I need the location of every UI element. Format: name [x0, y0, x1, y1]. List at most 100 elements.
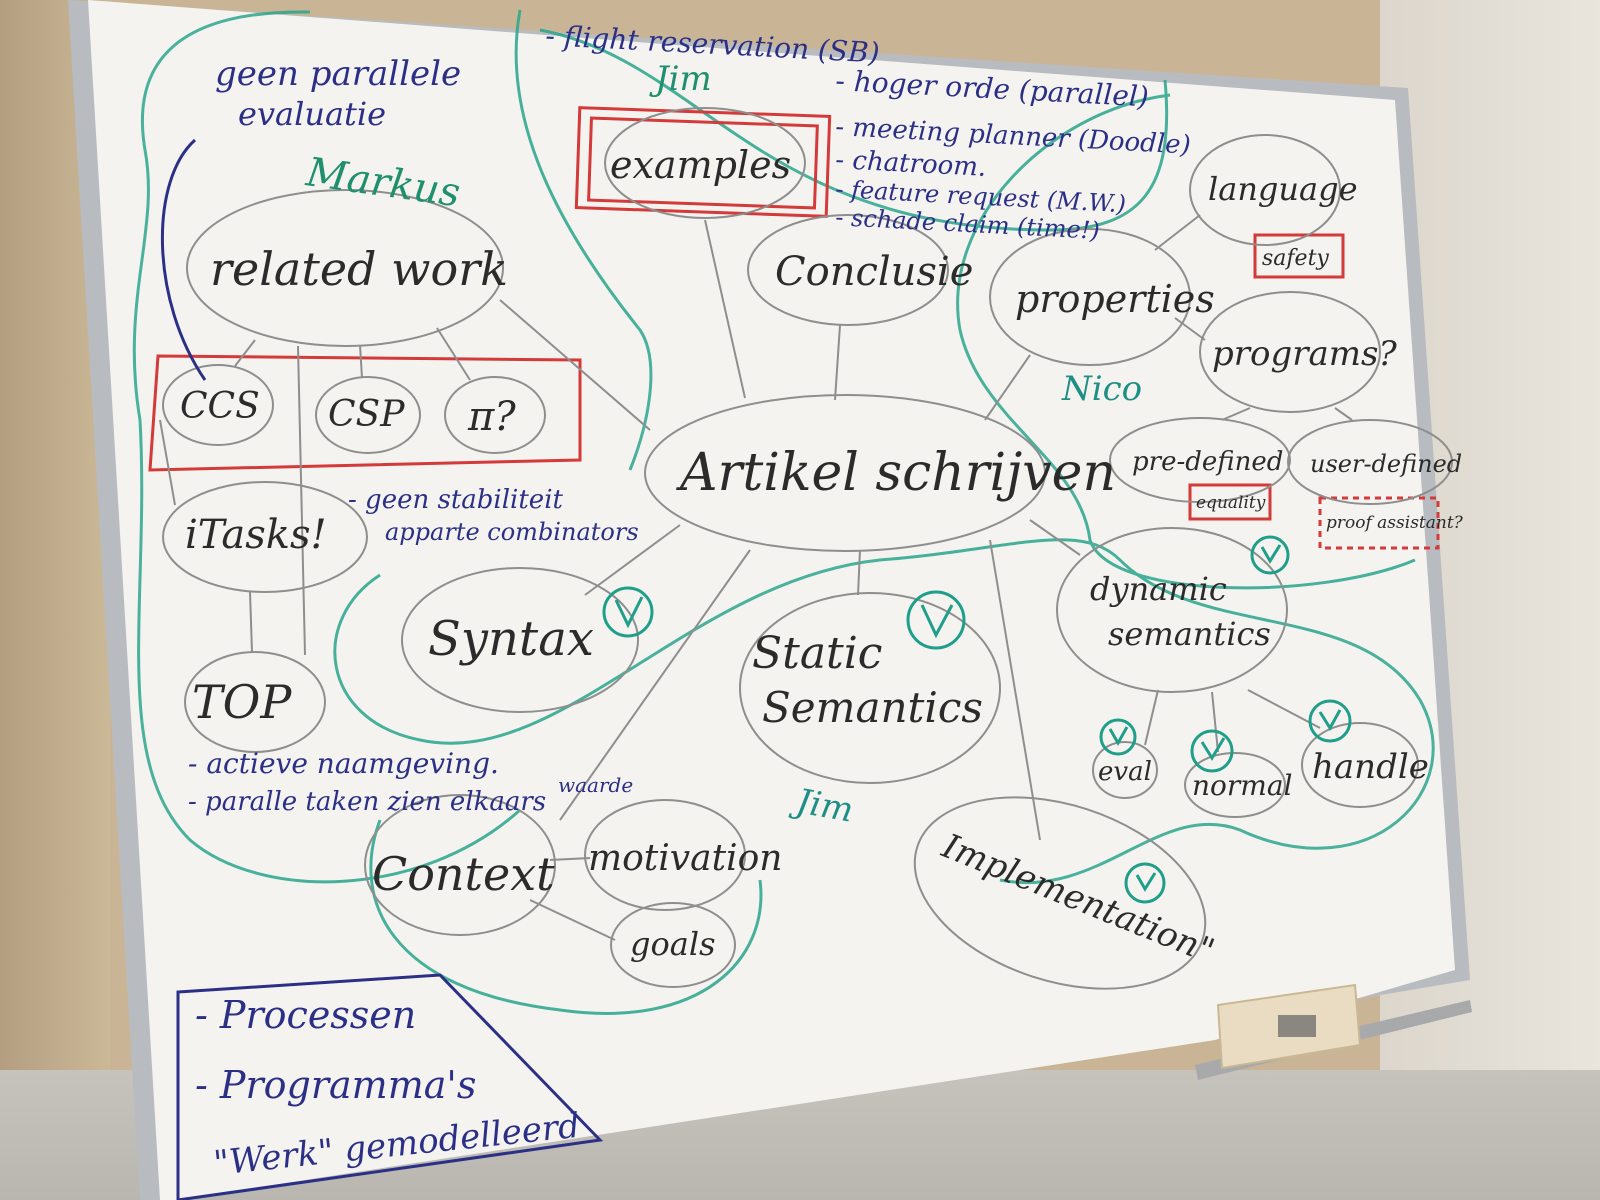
- node-top: TOP: [192, 675, 292, 729]
- bottom-box-outline: [176, 973, 604, 1200]
- userdefined-bubble: [1287, 419, 1453, 505]
- node-syntax: Syntax: [428, 611, 594, 667]
- name-jim-top: Jim: [649, 59, 712, 99]
- context-bubble: [364, 794, 556, 936]
- related-work-bubble: [186, 189, 504, 347]
- check-normal: [1190, 729, 1234, 773]
- box-programmas: - Programma's: [195, 1063, 476, 1107]
- node-static-line2: Semantics: [762, 683, 983, 732]
- edge-programs-userdefined: [1334, 407, 1353, 421]
- check-syntax: [602, 586, 654, 638]
- node-static-line1: Static: [752, 628, 882, 679]
- itasks-bubble: [162, 481, 368, 593]
- examples-bubble: [604, 107, 806, 219]
- note-paralle-taken: - paralle taken zien elkaars: [188, 787, 546, 817]
- node-artikel-schrijven: Artikel schrijven: [676, 443, 1116, 503]
- node-properties: properties: [1015, 277, 1215, 321]
- edge-relwork-ccs: [234, 339, 256, 367]
- group-curve-top: [539, 28, 1169, 232]
- conclusie-bubble: [747, 214, 949, 326]
- note-apparte-combinators: apparte combinators: [385, 518, 639, 546]
- note-parallel-line2: evaluatie: [238, 95, 386, 133]
- node-safety: safety: [1262, 246, 1329, 271]
- safety-box: [1253, 233, 1345, 279]
- motivation-bubble: [584, 799, 746, 911]
- ccs-bubble: [162, 364, 274, 446]
- note-parallel-line1: geen parallele: [215, 54, 461, 94]
- node-equality: equality: [1196, 493, 1266, 513]
- examples-box-inner: [587, 116, 819, 210]
- node-motivation: motivation: [588, 838, 782, 879]
- eraser: [1216, 983, 1362, 1070]
- node-programs: programs?: [1212, 334, 1397, 374]
- node-userdefined: user-defined: [1310, 450, 1462, 478]
- node-related-work: related work: [210, 242, 508, 296]
- check-implementation: [1124, 862, 1166, 904]
- node-goals: goals: [630, 925, 715, 963]
- edge-artikel-static: [857, 549, 861, 596]
- csp-bubble: [315, 376, 421, 454]
- node-predefined: pre-defined: [1132, 447, 1283, 477]
- properties-bubble: [989, 228, 1191, 366]
- node-itasks: iTasks!: [185, 512, 327, 558]
- note-geen-stabiliteit: - geen stabiliteit: [348, 485, 564, 515]
- implementation-bubble: [913, 796, 1207, 990]
- edge-artikel-examples: [704, 219, 746, 399]
- edge-context-motivation: [549, 857, 591, 861]
- group-curve-examples: [514, 9, 653, 471]
- edge-artikel-relatedwork: [499, 299, 651, 431]
- edge-properties-programs: [1174, 317, 1206, 341]
- group-curve-jim: [333, 538, 1435, 885]
- node-context: Context: [372, 847, 555, 901]
- edge-relwork-top: [297, 345, 306, 656]
- edge-artikel-context: [559, 549, 751, 821]
- eval-bubble: [1092, 741, 1158, 799]
- goals-bubble: [610, 902, 736, 988]
- node-eval: eval: [1098, 757, 1152, 787]
- predefined-bubble: [1109, 417, 1291, 503]
- edge-artikel-conclusie: [834, 324, 841, 401]
- examples-box: [574, 106, 832, 218]
- edge-dynamic-eval: [1144, 689, 1159, 746]
- edge-artikel-dynamic: [1029, 519, 1081, 556]
- check-dynamic: [1250, 535, 1290, 575]
- checkmark-strokes: [614, 544, 1342, 892]
- language-bubble: [1189, 134, 1341, 246]
- edge-relwork-csp: [359, 344, 363, 379]
- check-static: [906, 590, 966, 650]
- edge-dynamic-normal: [1211, 691, 1219, 753]
- syntax-bubble: [401, 567, 639, 713]
- artikel-bubble: [644, 394, 1046, 552]
- markus-arrow: [160, 138, 207, 381]
- check-eval: [1099, 718, 1137, 756]
- name-nico: Nico: [1061, 369, 1142, 409]
- check-handle: [1308, 699, 1352, 743]
- note-actieve-naamgeving: - actieve naamgeving.: [188, 747, 499, 780]
- top-bubble: [184, 651, 326, 753]
- group-curve-markus: [132, 10, 522, 884]
- edge-artikel-syntax: [584, 524, 681, 596]
- edge-dynamic-handle: [1247, 689, 1321, 729]
- proof-assistant-box: [1318, 496, 1440, 550]
- edge-artikel-implementation: [989, 539, 1041, 841]
- related-work-box: [148, 354, 582, 472]
- edge-itasks-top: [249, 591, 253, 653]
- node-examples: examples: [610, 143, 791, 187]
- node-conclusie: Conclusie: [775, 249, 973, 295]
- node-language: language: [1208, 170, 1358, 208]
- node-proof-assistant: proof assistant?: [1326, 513, 1464, 533]
- node-csp: CSP: [328, 394, 405, 435]
- pi-bubble: [444, 376, 546, 454]
- edge-relwork-pi: [436, 327, 471, 381]
- edge-artikel-properties: [984, 354, 1031, 421]
- normal-bubble: [1184, 752, 1286, 818]
- board-surface: [88, 0, 1455, 1200]
- programs-bubble: [1199, 291, 1381, 413]
- edge-relwork-itasks: [159, 419, 176, 506]
- handle-bubble: [1301, 722, 1419, 808]
- node-handle: handle: [1312, 747, 1429, 787]
- node-pi: π?: [467, 394, 516, 440]
- edge-programs-predefined: [1221, 407, 1251, 421]
- note-waarde: waarde: [558, 773, 633, 797]
